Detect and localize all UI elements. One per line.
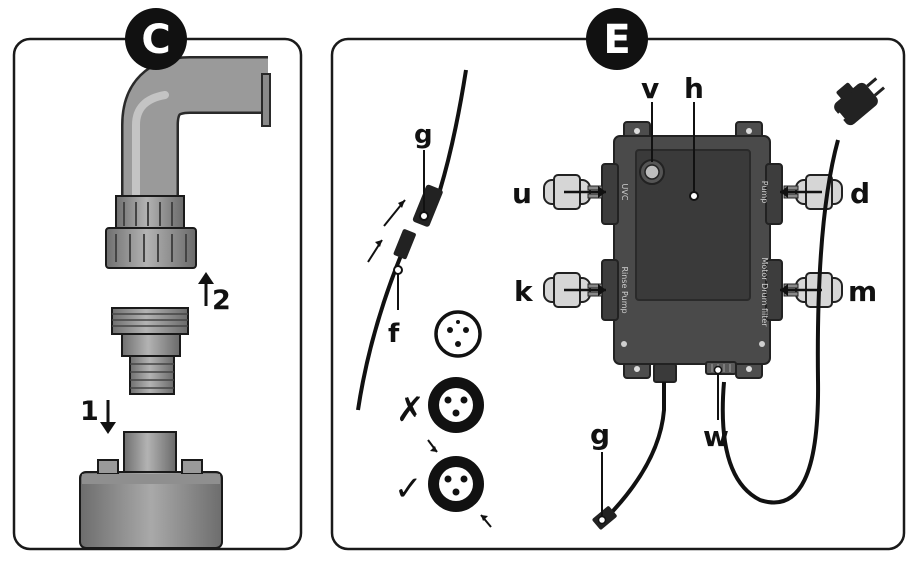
panel-e: g f ✗ ✓ — [330, 8, 906, 551]
output-cable — [592, 382, 666, 530]
label-m: m — [848, 275, 877, 308]
mains-cable — [720, 77, 886, 505]
badge-c: C — [125, 8, 187, 70]
label-f: f — [388, 319, 400, 349]
label-v: v — [641, 72, 659, 105]
label-u: u — [512, 177, 532, 210]
label-g-bottom: g — [590, 418, 610, 451]
socket-label-uvc: UVC — [620, 184, 629, 201]
device-body — [79, 431, 223, 549]
plug-face-wrong: ✗ — [396, 377, 484, 433]
label-h: h — [684, 72, 704, 105]
threaded-adapter — [111, 307, 189, 395]
label-k: k — [514, 275, 534, 308]
wrong-mark: ✗ — [396, 390, 425, 430]
plug-k — [543, 272, 606, 308]
step-1-label: 1 — [80, 396, 99, 427]
plug-u — [543, 174, 606, 210]
correct-mark: ✓ — [394, 469, 423, 509]
label-g-top: g — [414, 120, 433, 150]
control-box: UVC Pump Rinse Pump Motor Drum filter — [601, 121, 783, 383]
plug-face-correct: ✓ — [394, 439, 492, 528]
badge-e: E — [586, 8, 648, 70]
step-2-label: 2 — [212, 285, 231, 316]
elbow-pipe — [121, 56, 271, 205]
arrow-down-step-1: 1 — [80, 396, 116, 434]
label-w: w — [703, 420, 729, 453]
arrow-up-step-2: 2 — [198, 272, 231, 316]
socket-label-motor-drum-filter: Motor Drum filter — [760, 257, 769, 327]
panel-c: 2 1 — [12, 8, 303, 551]
union-nut — [105, 195, 197, 269]
badge-e-letter: E — [603, 17, 630, 63]
socket-label-rinse-pump: Rinse Pump — [620, 266, 629, 313]
label-d: d — [850, 177, 870, 210]
cable-connector-detail: g f — [356, 69, 468, 411]
badge-c-letter: C — [141, 17, 170, 63]
plug-face-reference — [434, 310, 482, 358]
socket-label-pump: Pump — [760, 181, 769, 204]
